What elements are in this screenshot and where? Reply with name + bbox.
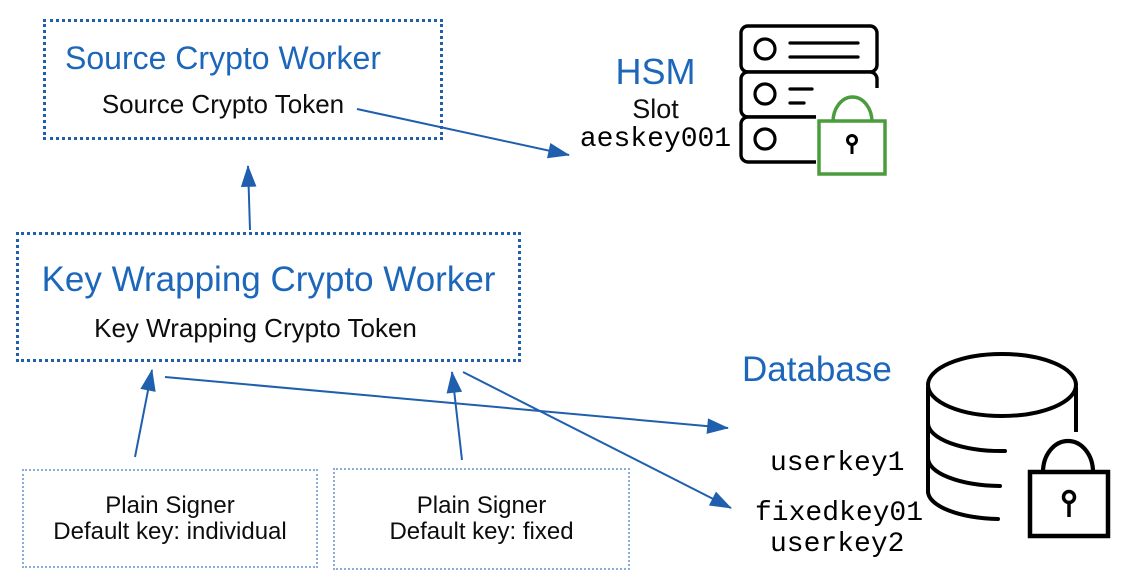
database-title: Database xyxy=(742,350,892,389)
database-user-keys: userkey1 userkey2 userkey3 xyxy=(770,396,904,588)
source-crypto-worker-title: Source Crypto Worker xyxy=(65,39,381,76)
black-padlock-icon xyxy=(1022,432,1118,544)
source-crypto-token-label: Source Crypto Token xyxy=(101,88,345,119)
arrow-signer-fixed-to-keywrap xyxy=(446,371,463,461)
plain-signer-individual-default-key-label: Default key: individual xyxy=(53,517,287,545)
key-wrapping-crypto-worker-box: Key Wrapping Crypto Worker Key Wrapping … xyxy=(16,232,521,362)
plain-signer-fixed-title: Plain Signer xyxy=(416,492,547,519)
plain-signer-fixed-box: Plain Signer Default key: fixed xyxy=(333,468,630,570)
green-padlock-icon xyxy=(817,95,887,176)
database-user-key-2: userkey2 xyxy=(770,529,905,560)
hsm-group: HSM Slot aeskey001 xyxy=(578,52,733,155)
plain-signer-individual-box: Plain Signer Default key: individual xyxy=(22,469,318,568)
key-wrapping-crypto-token-label: Key Wrapping Crypto Token xyxy=(94,313,417,343)
hsm-key-name: aeskey001 xyxy=(579,124,732,155)
key-wrapping-crypto-worker-title: Key Wrapping Crypto Worker xyxy=(41,260,496,299)
arrow-signer-individual-to-keywrap xyxy=(134,369,156,458)
server-rack-icon xyxy=(739,24,892,180)
arrow-keywrap-to-source-worker xyxy=(240,165,257,231)
hsm-slot-label: Slot xyxy=(632,94,679,124)
plain-signer-individual-title: Plain Signer xyxy=(105,491,235,519)
database-user-key-1: userkey1 xyxy=(770,448,905,479)
arrow-keywrap-to-userkeys xyxy=(164,376,729,434)
hsm-title: HSM xyxy=(615,51,696,92)
source-crypto-worker-box: Source Crypto Worker Source Crypto Token xyxy=(43,19,443,140)
plain-signer-fixed-default-key-label: Default key: fixed xyxy=(389,518,574,545)
database-fixed-key: fixedkey01 xyxy=(755,498,924,529)
database-cylinder-icon xyxy=(925,352,1078,521)
